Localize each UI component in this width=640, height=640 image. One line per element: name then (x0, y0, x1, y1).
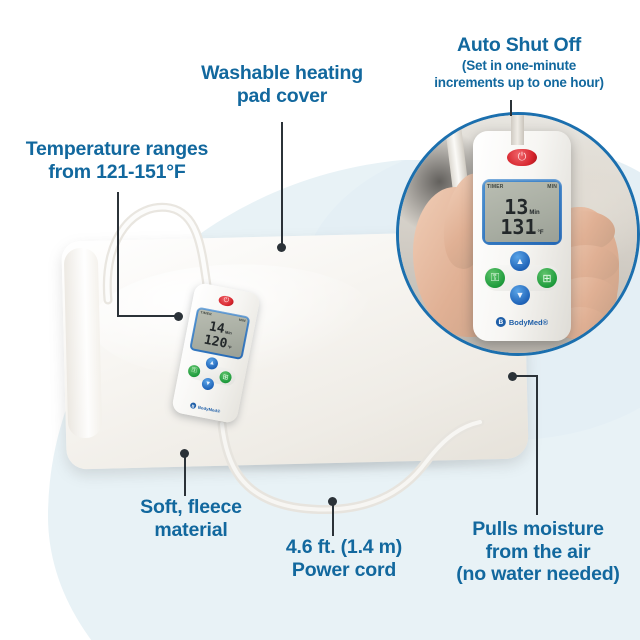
lcd-temperature-row-closeup: 131 °F (485, 215, 559, 239)
lcd-status-timer: TIMER (200, 310, 213, 317)
brand-mark-icon: B (189, 402, 197, 410)
lock-button-closeup[interactable]: ⚿ (485, 268, 505, 288)
controller-closeup[interactable]: ⏻ TIMER MIN 13 Min 131 °F (473, 131, 571, 341)
callout-auto-shut-off-title: Auto Shut Off (456, 34, 582, 56)
leader-line-temperature-vertical (117, 192, 119, 317)
lcd-screen: TIMER MIN 14 Min 120 °F (191, 308, 249, 358)
up-arrow-button-closeup[interactable]: ▲ (510, 251, 530, 271)
lcd-screen-closeup: TIMER MIN 13 Min 131 °F (485, 182, 559, 242)
brand-logo-closeup: B BodyMed® (495, 317, 549, 327)
leader-line-moisture-horizontal (516, 375, 538, 377)
power-cord (217, 420, 485, 515)
brand-mark-icon-closeup: B (495, 317, 506, 327)
leader-line-power-cord (332, 500, 334, 536)
callout-power-cord-line1: 4.6 ft. (1.4 m) (285, 536, 403, 558)
callout-moisture: Pulls moisture from the air (no water ne… (436, 518, 640, 586)
lcd-temperature-unit-closeup: °F (537, 230, 544, 236)
callout-fleece-line2: material (154, 518, 228, 541)
lcd-bezel: TIMER MIN 14 Min 120 °F (189, 306, 251, 361)
callout-power-cord: 4.6 ft. (1.4 m) Power cord (246, 536, 442, 581)
closeup-inset-circle: ⏻ TIMER MIN 13 Min 131 °F (396, 112, 640, 356)
callout-auto-shut-off: Auto Shut Off (Set in one-minute increme… (398, 34, 640, 90)
callout-moisture-line1: Pulls moisture (472, 518, 604, 540)
button-cluster: ▲ ▼ ⚿ ⊞ (183, 352, 241, 397)
callout-fleece-line1: Soft, fleece (140, 496, 242, 518)
leader-dot-temperature (174, 312, 183, 321)
lcd-bezel-closeup: TIMER MIN 13 Min 131 °F (482, 179, 562, 245)
leader-dot-fleece (180, 449, 189, 458)
callout-temperature-line1: Temperature ranges (25, 138, 209, 160)
leader-line-moisture-vertical (536, 375, 538, 515)
leader-dot-cover (277, 243, 286, 252)
power-button[interactable]: ⏻ (217, 294, 235, 308)
lcd-temperature-unit: °F (227, 344, 233, 350)
lcd-status-timer-closeup: TIMER (487, 184, 504, 190)
callout-moisture-line2: from the air (485, 540, 591, 563)
lcd-timer-unit-closeup: Min (529, 210, 540, 216)
lcd-temperature-value-closeup: 131 (500, 215, 537, 239)
mode-button-closeup[interactable]: ⊞ (537, 268, 557, 288)
leader-line-temperature-horizontal (117, 315, 179, 317)
down-arrow-button-closeup[interactable]: ▼ (510, 285, 530, 305)
callout-auto-shut-off-sub2: increments up to one hour) (434, 74, 604, 90)
lcd-status-bar-closeup: TIMER MIN (487, 184, 557, 190)
inset-cord-top (511, 115, 524, 145)
leader-dot-moisture (508, 372, 517, 381)
heating-pad-image (61, 222, 534, 482)
lcd-timer-value-closeup: 13 (504, 195, 529, 219)
lcd-status-min: MIN (238, 317, 247, 324)
brand-name: BodyMed® (197, 404, 221, 414)
lcd-temperature-value: 120 (202, 332, 229, 352)
callout-cover-line2: pad cover (236, 84, 328, 107)
leader-line-auto-shut-off (510, 100, 512, 116)
brand-logo: B BodyMed® (189, 402, 221, 414)
controller-cord-upper (102, 202, 213, 305)
leader-dot-power-cord (328, 497, 337, 506)
callout-cover-line1: Washable heating (201, 62, 363, 84)
leader-line-fleece (184, 452, 186, 496)
callout-power-cord-line2: Power cord (291, 558, 397, 581)
lcd-timer-unit: Min (224, 329, 233, 336)
callout-moisture-line3: (no water needed) (456, 563, 620, 586)
power-button-closeup[interactable]: ⏻ (507, 149, 537, 166)
callout-cover: Washable heating pad cover (178, 62, 386, 107)
callout-temperature: Temperature ranges from 121-151°F (2, 138, 232, 183)
callout-temperature-line2: from 121-151°F (48, 160, 186, 183)
lcd-status-min-closeup: MIN (547, 184, 557, 190)
callout-auto-shut-off-sub1: (Set in one-minute (461, 57, 577, 73)
brand-name-closeup: BodyMed® (508, 317, 549, 327)
leader-line-cover (281, 122, 283, 246)
callout-fleece: Soft, fleece material (96, 496, 286, 541)
button-cluster-closeup: ▲ ▼ ⚿ ⊞ (482, 251, 562, 307)
lcd-timer-row-closeup: 13 Min (485, 195, 559, 219)
